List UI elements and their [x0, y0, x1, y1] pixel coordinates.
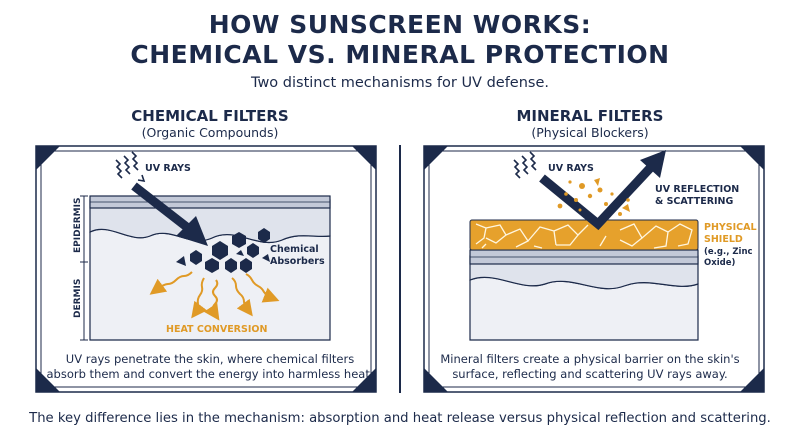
mineral-uv-label: UV RAYS	[548, 163, 594, 174]
page-title-line1: HOW SUNSCREEN WORKS:	[208, 10, 592, 39]
heat-conversion-label: HEAT CONVERSION	[166, 324, 267, 335]
shield-note-line2: Oxide)	[704, 258, 735, 268]
uv-squiggle-icon	[115, 151, 146, 183]
mineral-panel-frame	[423, 145, 765, 393]
epidermis-label: EPIDERMIS	[73, 198, 83, 253]
chemical-uv-label: UV RAYS	[145, 163, 191, 174]
scatter-particles	[557, 178, 630, 216]
uv-squiggle-icon	[513, 151, 537, 179]
absorbers-label-line1: Chemical	[270, 244, 319, 255]
uv-penetration-arrow	[131, 182, 208, 246]
chemical-caption: UV rays penetrate the skin, where chemic…	[46, 352, 374, 381]
uv-reflection-arrow	[539, 150, 666, 231]
shield-label-line2: SHIELD	[704, 234, 743, 245]
chemical-panel-frame	[35, 145, 377, 393]
shield-note-line1: (e.g., Zinc	[704, 247, 753, 257]
chemical-subheading: (Organic Compounds)	[141, 125, 279, 140]
absorbers-label-line2: Absorbers	[270, 256, 325, 267]
chemical-absorber-molecules	[176, 228, 270, 273]
page-subtitle: Two distinct mechanisms for UV defense.	[250, 75, 550, 91]
chemical-heading: CHEMICAL FILTERS	[131, 107, 289, 125]
mineral-panel-header: MINERAL FILTERS (Physical Blockers)	[425, 107, 755, 141]
reflection-label-line1: UV REFLECTION	[655, 184, 739, 195]
mineral-caption: Mineral filters create a physical barrie…	[440, 352, 740, 381]
footer-summary: The key difference lies in the mechanism…	[29, 411, 771, 426]
dermis-label: DERMIS	[73, 279, 83, 318]
reflection-label-line2: & SCATTERING	[655, 196, 733, 207]
mineral-heading: MINERAL FILTERS	[516, 107, 664, 125]
zinc-oxide-shield	[469, 219, 699, 251]
chemical-panel-header: CHEMICAL FILTERS (Organic Compounds)	[45, 107, 375, 141]
page-title-line2: CHEMICAL VS. MINERAL PROTECTION	[130, 40, 670, 69]
panel-divider	[399, 145, 401, 393]
heat-wave-arrows	[149, 271, 280, 321]
mineral-subheading: (Physical Blockers)	[531, 125, 649, 140]
shield-label-line1: PHYSICAL	[704, 222, 757, 233]
mineral-skin-section	[469, 249, 699, 341]
